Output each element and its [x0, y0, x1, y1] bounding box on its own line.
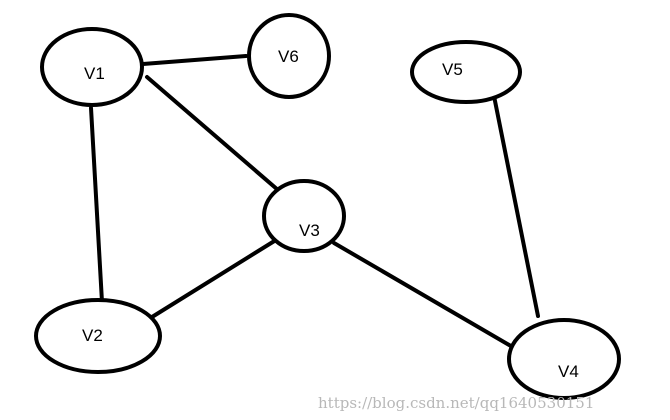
node-v6-shape	[247, 13, 331, 99]
edge-v1-v6	[141, 54, 248, 66]
edge-v3-v4	[332, 241, 518, 351]
edge-v5-v4	[490, 84, 540, 318]
node-v2-shape	[34, 298, 162, 374]
node-v1: V1	[40, 27, 144, 107]
node-v1-shape	[40, 27, 144, 107]
node-v6: V6	[247, 13, 331, 99]
node-v3-shape	[262, 179, 346, 253]
edges	[89, 54, 540, 351]
edge-v1-v3	[145, 75, 280, 192]
node-v3-label: V3	[299, 221, 320, 240]
node-v2-label: V2	[82, 326, 103, 345]
node-v6-label: V6	[278, 47, 299, 66]
watermark-text: https://blog.csdn.net/qq1640530151	[318, 394, 594, 412]
node-v5-label: V5	[442, 60, 463, 79]
node-v2: V2	[34, 298, 162, 374]
node-v4-shape	[507, 318, 621, 400]
node-v3: V3	[262, 179, 346, 253]
edge-v2-v3	[150, 238, 278, 319]
node-v4: V4	[507, 318, 621, 400]
node-v1-label: V1	[84, 64, 105, 83]
node-v5: V5	[410, 40, 522, 104]
node-v5-shape	[410, 40, 522, 104]
node-v4-label: V4	[558, 362, 579, 381]
edge-v1-v2	[89, 106, 104, 304]
